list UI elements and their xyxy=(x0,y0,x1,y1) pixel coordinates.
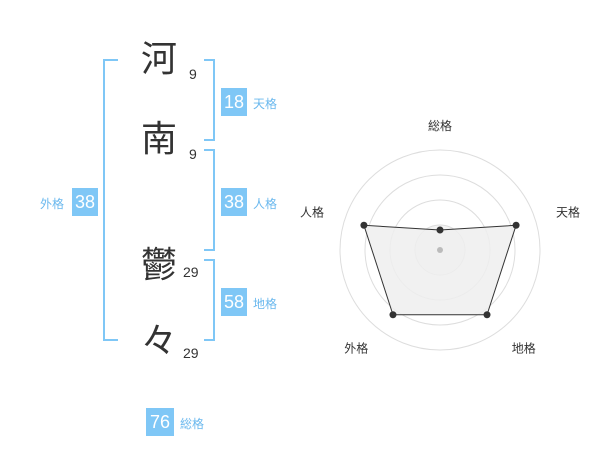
name-char-3-strokes: 29 xyxy=(183,264,199,280)
name-char-3: 鬱 xyxy=(141,245,178,286)
name-char-1-strokes: 9 xyxy=(189,66,197,82)
chikaku-label: 地格 xyxy=(253,297,278,311)
bracket-lines xyxy=(103,59,215,341)
radar-center-dot xyxy=(437,247,443,253)
radar-axis-label: 総格 xyxy=(428,118,452,133)
gaikaku-value: 38 xyxy=(72,188,98,216)
jinkaku-label: 人格 xyxy=(253,197,278,211)
radar-point-4 xyxy=(360,221,368,229)
tenkaku-label: 天格 xyxy=(253,97,278,111)
name-char-4: 々 xyxy=(141,321,178,362)
name-char-4-strokes: 29 xyxy=(183,345,199,361)
radar-axis-label: 外格 xyxy=(344,341,368,356)
soukaku-value: 76 xyxy=(146,408,174,436)
tenkaku-value: 18 xyxy=(221,88,247,116)
name-char-1: 河 xyxy=(141,39,178,80)
radar-axis-label: 天格 xyxy=(556,204,580,219)
radar-point-1 xyxy=(512,221,520,229)
name-char-2: 南 xyxy=(141,119,178,160)
radar-axis-label: 地格 xyxy=(512,341,536,356)
name-char-2-strokes: 9 xyxy=(189,146,197,162)
radar-point-2 xyxy=(483,311,491,319)
gaikaku-label: 外格 xyxy=(40,197,65,211)
chikaku-value: 58 xyxy=(221,288,247,316)
jinkaku-value: 38 xyxy=(221,188,247,216)
radar-point-3 xyxy=(389,311,397,319)
radar-data-area xyxy=(363,224,517,316)
radar-point-0 xyxy=(436,226,444,234)
soukaku-label: 総格 xyxy=(180,417,205,431)
radar-axis-label: 人格 xyxy=(300,204,324,219)
